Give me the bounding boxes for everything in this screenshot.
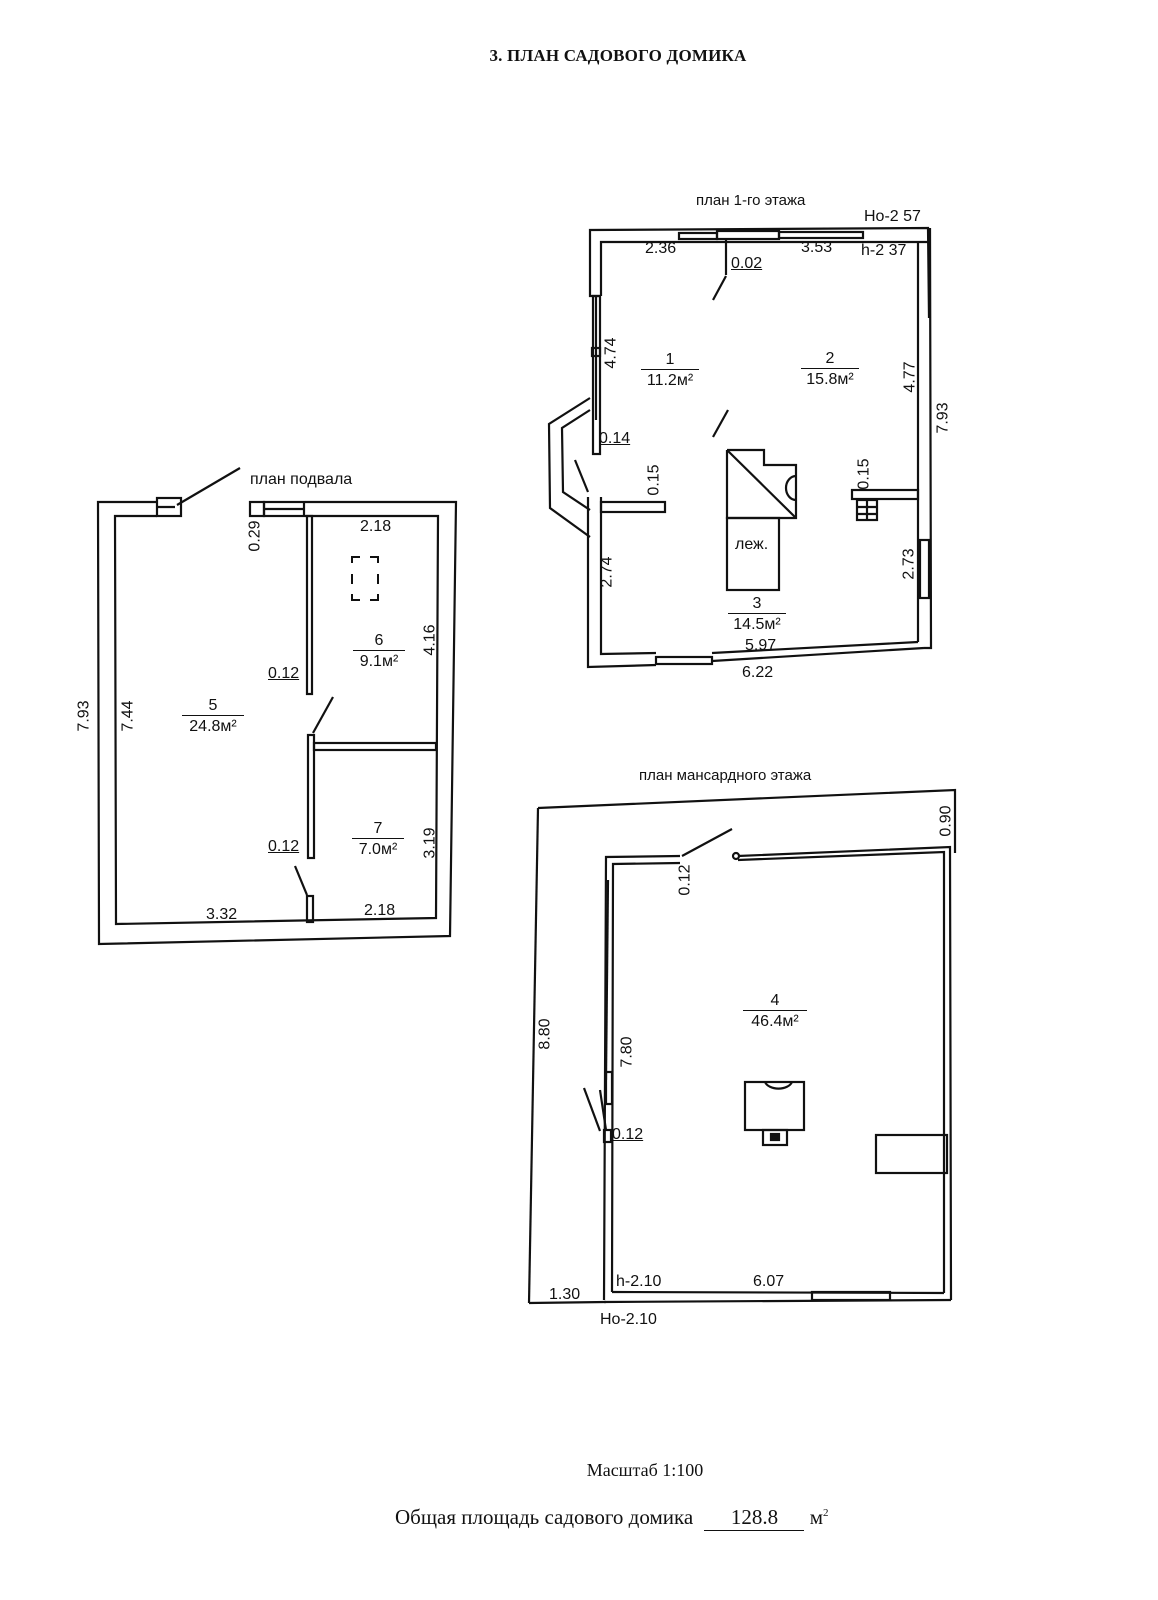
basement-dim-inner-height: 7.44	[119, 700, 137, 732]
first-floor-dim-0-02: 0.02	[731, 255, 763, 272]
first-floor-dim-0-14: 0.14	[599, 430, 631, 447]
first-floor-dim-0-15-b: 0.15	[855, 458, 873, 490]
first-floor-dim-2-74: 2.74	[598, 556, 616, 588]
room-area: 11.2м²	[641, 369, 699, 390]
room-area: 7.0м²	[352, 838, 404, 859]
basement-walls	[96, 467, 458, 946]
bed-label: леж.	[735, 536, 769, 553]
first-floor-walls	[547, 226, 933, 669]
room-number: 7	[373, 820, 383, 837]
attic-plan-label: план мансардного этажа	[639, 767, 812, 784]
room-1: 1 11.2м²	[641, 351, 699, 391]
attic-dim-0-12-a: 0.12	[676, 864, 694, 896]
room-number: 5	[208, 697, 218, 714]
room-number: 3	[752, 595, 762, 612]
total-area-unit: м	[809, 1505, 823, 1529]
room-4: 4 46.4м²	[743, 992, 807, 1032]
room-area: 46.4м²	[743, 1010, 807, 1031]
room-5: 5 24.8м²	[182, 697, 244, 737]
basement-dim-0-12-b: 0.12	[268, 838, 300, 855]
first-floor-h: h-2 37	[861, 242, 907, 259]
basement-dim-0-29: 0.29	[246, 520, 264, 552]
first-floor-dim-0-15-a: 0.15	[645, 464, 663, 496]
attic-dim-6-07: 6.07	[753, 1273, 785, 1290]
room-area: 24.8м²	[182, 715, 244, 736]
room-2: 2 15.8м²	[801, 350, 859, 390]
room-number: 1	[665, 351, 675, 368]
first-floor-plan-label: план 1-го этажа	[696, 192, 806, 209]
room-area: 9.1м²	[353, 650, 405, 671]
basement-dim-bottom-3-32: 3.32	[206, 906, 238, 923]
attic-dim-0-90: 0.90	[937, 805, 955, 837]
first-floor-dim-2-73: 2.73	[900, 548, 918, 580]
room-7: 7 7.0м²	[352, 820, 404, 860]
total-area-label: Общая площадь садового домика	[395, 1505, 694, 1529]
attic-dim-1-30: 1.30	[549, 1286, 581, 1303]
first-floor-dim-3-53: 3.53	[801, 239, 833, 256]
total-area-value: 128.8	[704, 1505, 805, 1531]
room-3: 3 14.5м²	[728, 595, 786, 635]
room-area: 15.8м²	[801, 368, 859, 389]
attic-walls	[527, 788, 957, 1305]
attic-dim-8-80: 8.80	[536, 1018, 554, 1050]
basement-dim-bottom-2-18: 2.18	[364, 902, 396, 919]
basement-dim-3-19: 3.19	[421, 827, 439, 859]
first-floor-dim-2-36: 2.36	[645, 240, 677, 257]
room-area: 14.5м²	[728, 613, 786, 634]
first-floor-ho: Ho-2 57	[864, 208, 921, 225]
basement-dim-outer-height: 7.93	[75, 700, 93, 732]
first-floor-dim-4-74: 4.74	[602, 337, 620, 369]
room-6: 6 9.1м²	[353, 632, 405, 672]
total-area: Общая площадь садового домика 128.8 м2	[395, 1505, 828, 1531]
attic-dim-0-12-b: 0.12	[612, 1126, 644, 1143]
first-floor-dim-6-22: 6.22	[742, 664, 774, 681]
room-number: 2	[825, 350, 835, 367]
basement-dim-4-16: 4.16	[421, 624, 439, 656]
basement-dim-0-12-a: 0.12	[268, 665, 300, 682]
room-number: 4	[770, 992, 780, 1009]
attic-dim-7-80: 7.80	[618, 1036, 636, 1068]
attic-ho: Ho-2.10	[600, 1311, 657, 1328]
total-area-unit-sup: 2	[822, 1507, 829, 1519]
first-floor-dim-4-77: 4.77	[901, 361, 919, 393]
attic-h: h-2.10	[616, 1273, 662, 1290]
first-floor-dim-7-93: 7.93	[934, 402, 952, 434]
first-floor-dim-5-97: 5.97	[745, 637, 777, 654]
document-title: 3. ПЛАН САДОВОГО ДОМИКА	[489, 46, 747, 65]
scale-label: Масштаб 1:100	[586, 1460, 704, 1480]
basement-dim-top-2-18: 2.18	[360, 518, 392, 535]
room-number: 6	[374, 632, 384, 649]
basement-plan-label: план подвала	[250, 471, 353, 488]
